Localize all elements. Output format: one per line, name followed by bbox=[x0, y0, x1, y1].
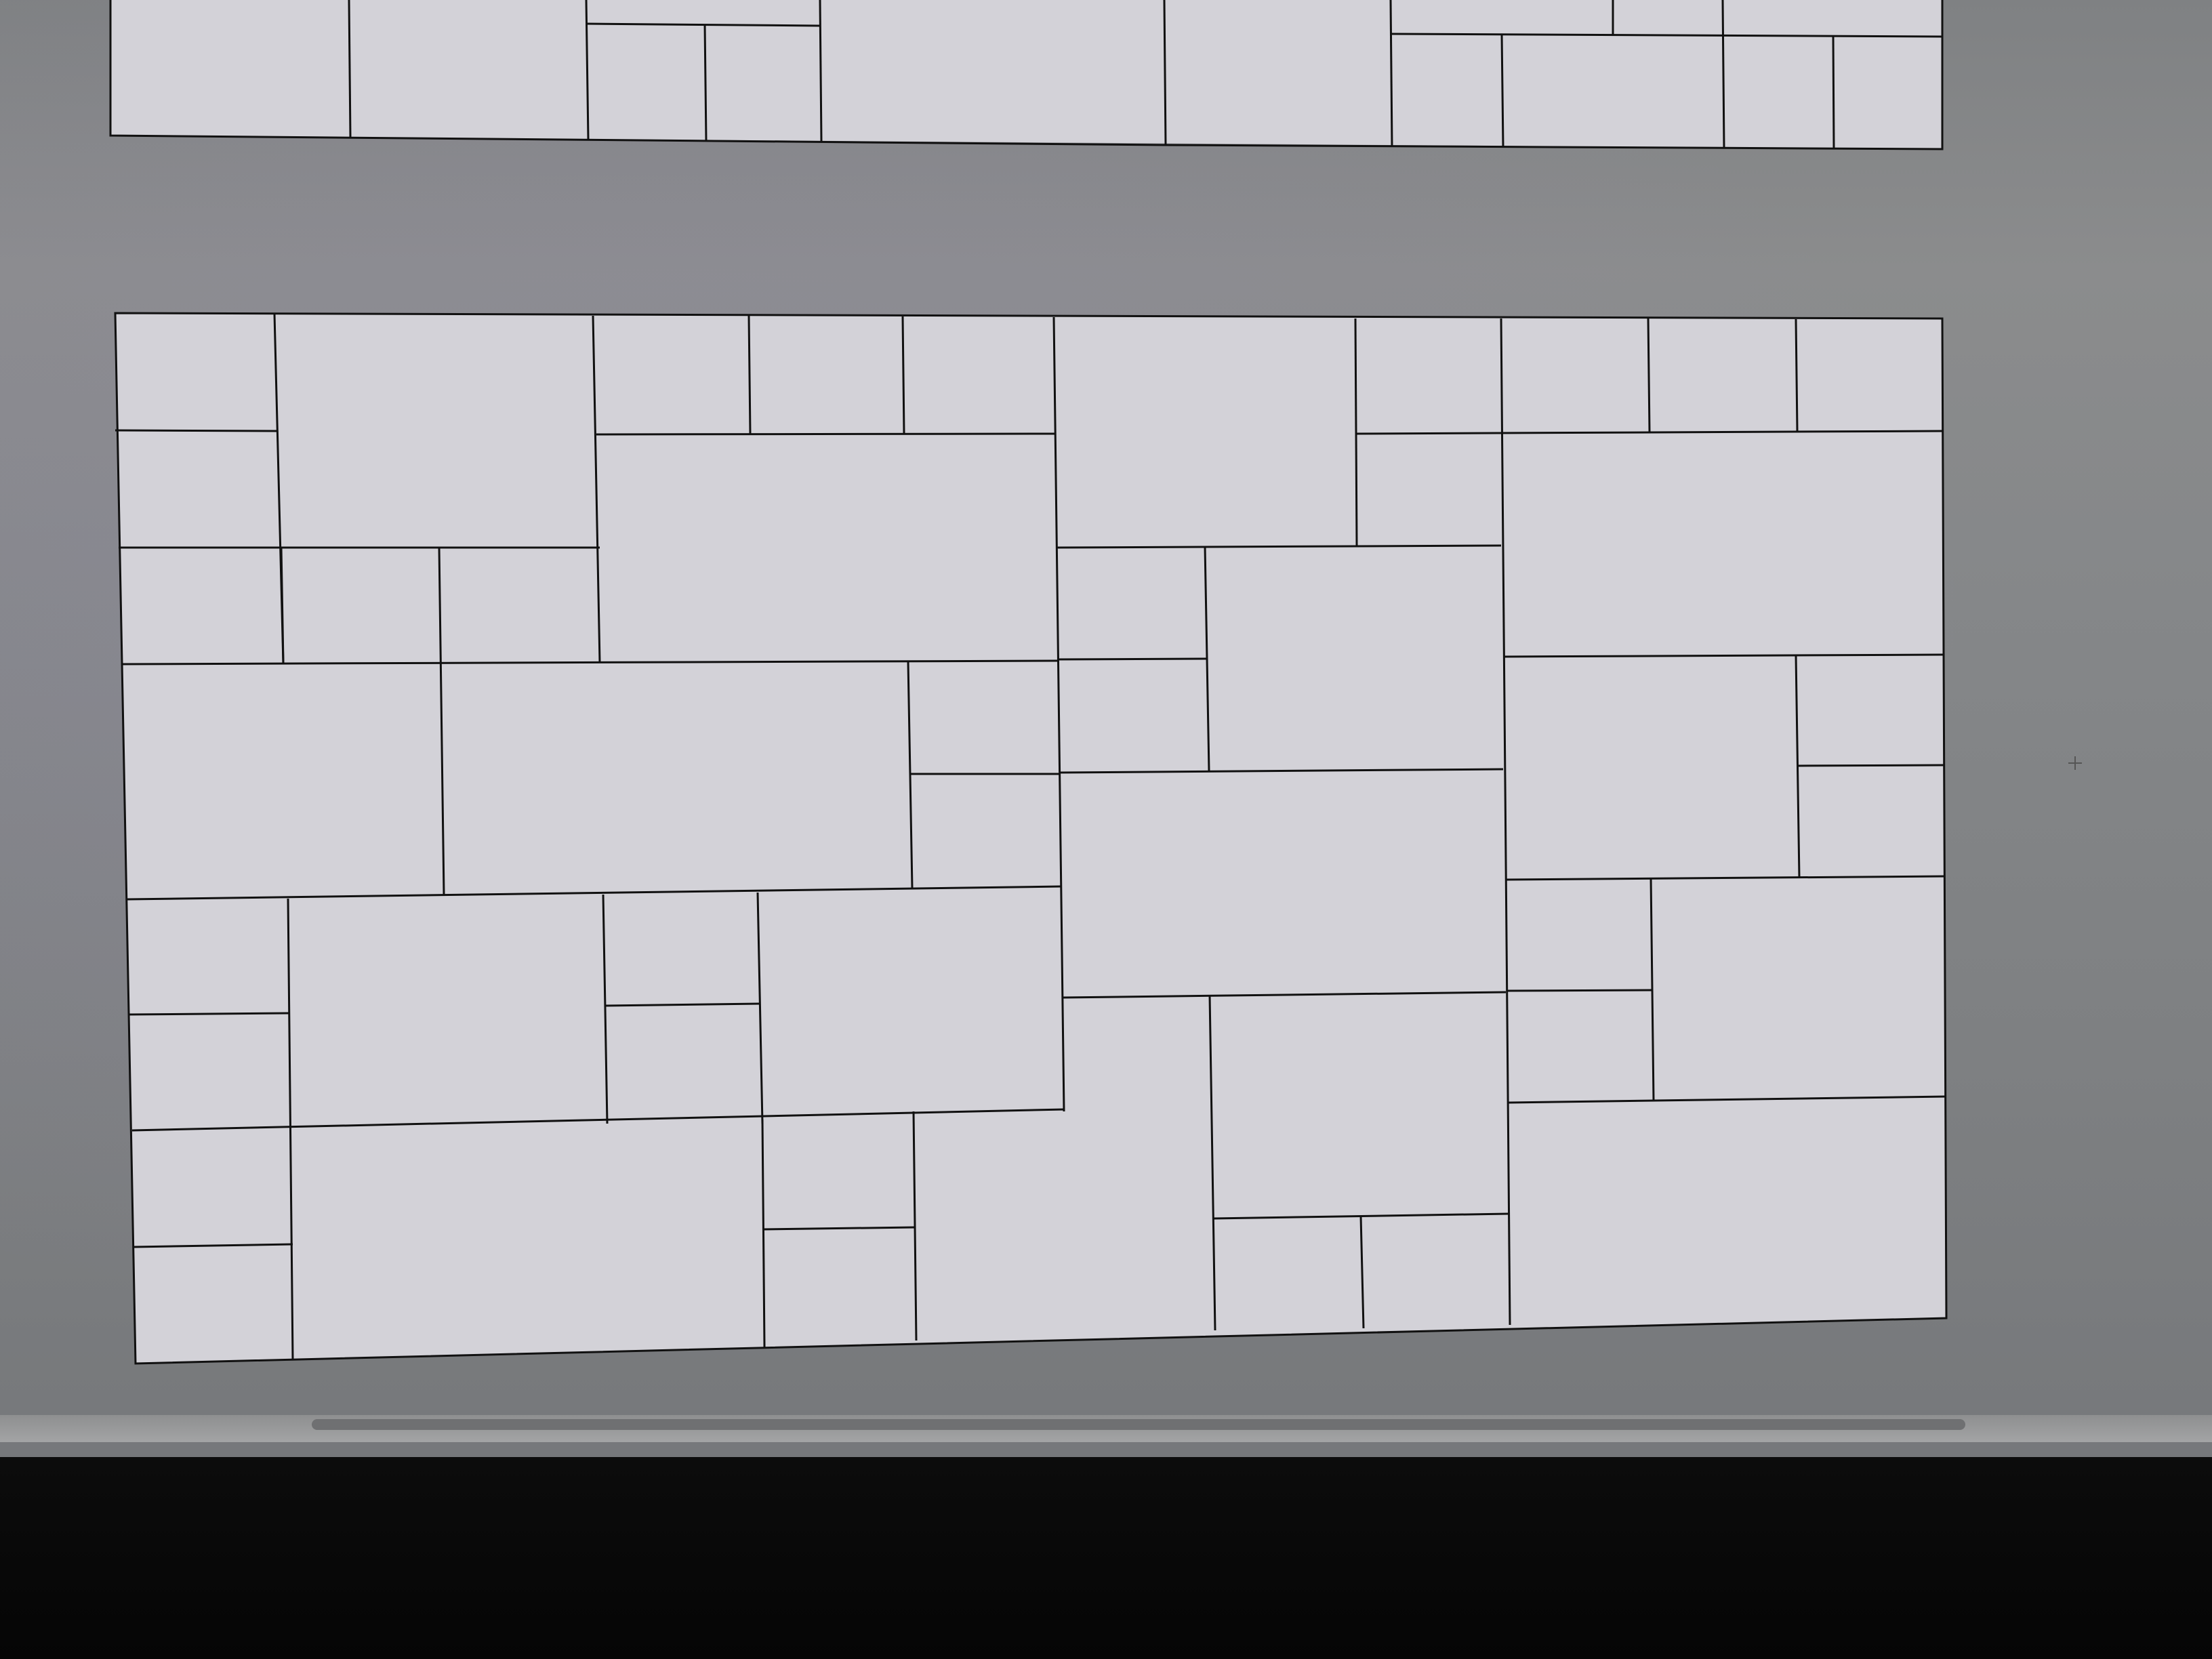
scrollbar-thumb[interactable] bbox=[312, 1419, 1965, 1430]
sheet-main[interactable] bbox=[114, 312, 1948, 1365]
sheet-top[interactable] bbox=[109, 0, 1944, 150]
monitor-bezel bbox=[0, 1457, 2212, 1659]
crosshair-icon bbox=[2068, 756, 2082, 770]
